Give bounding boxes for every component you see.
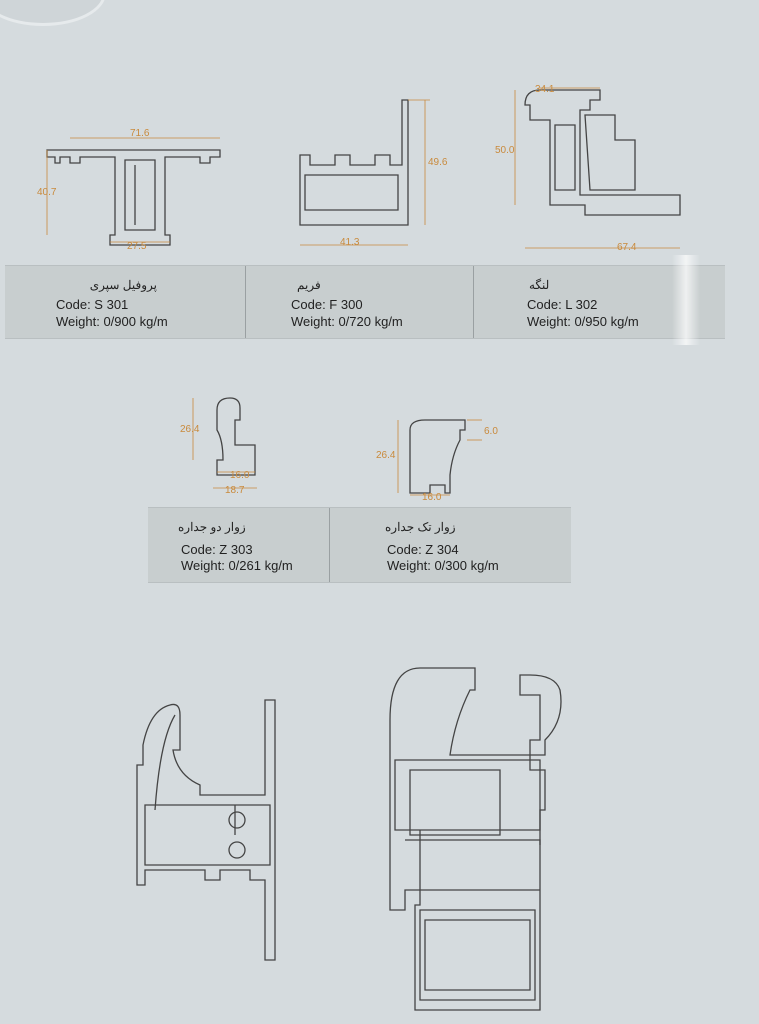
profile-code: Code: Z 304 bbox=[387, 542, 459, 557]
profile-drawing-l302: 34.1 50.0 67.4 bbox=[495, 84, 681, 253]
profile-name: لنگه bbox=[529, 278, 550, 292]
light-reflection bbox=[672, 255, 700, 345]
profile-name: زوار دو جداره bbox=[178, 520, 246, 534]
profile-name: فریم bbox=[297, 278, 321, 292]
profile-drawing-s301: 71.6 40.7 27.5 bbox=[37, 128, 221, 250]
dimension-label: 18.7 bbox=[225, 485, 245, 496]
profile-card-f300: فریم Code: F 300 Weight: 0/720 kg/m bbox=[245, 266, 474, 338]
profile-weight: Weight: 0/261 kg/m bbox=[181, 558, 293, 573]
profile-card-z304: زوار تک جداره Code: Z 304 Weight: 0/300 … bbox=[329, 508, 571, 582]
profile-card-z303: زوار دو جداره Code: Z 303 Weight: 0/261 … bbox=[148, 508, 330, 582]
dimension-label: 49.6 bbox=[428, 157, 448, 168]
profile-drawing-z304: 26.4 6.0 16.0 bbox=[376, 419, 498, 503]
profile-weight: Weight: 0/900 kg/m bbox=[56, 314, 168, 329]
profile-info-strip-row2: زوار دو جداره Code: Z 303 Weight: 0/261 … bbox=[148, 507, 571, 583]
profile-info-strip-row1: پروفیل سپری Code: S 301 Weight: 0/900 kg… bbox=[5, 265, 725, 339]
profile-weight: Weight: 0/950 kg/m bbox=[527, 314, 639, 329]
dimension-label: 71.6 bbox=[130, 128, 150, 139]
profile-name: زوار تک جداره bbox=[385, 520, 456, 534]
assembly-drawing-left bbox=[136, 699, 276, 961]
dimension-label: 16.0 bbox=[230, 470, 250, 481]
dimension-label: 26.4 bbox=[376, 450, 396, 461]
dimension-label: 50.0 bbox=[495, 145, 515, 156]
dimension-label: 34.1 bbox=[535, 84, 555, 95]
profile-card-s301: پروفیل سپری Code: S 301 Weight: 0/900 kg… bbox=[5, 266, 246, 338]
profile-weight: Weight: 0/720 kg/m bbox=[291, 314, 403, 329]
assembly-drawing-right bbox=[389, 667, 562, 1011]
profile-drawing-z303: 26.4 16.0 18.7 bbox=[180, 397, 257, 496]
dimension-label: 41.3 bbox=[340, 237, 360, 248]
dimension-label: 67.4 bbox=[617, 242, 637, 253]
profile-weight: Weight: 0/300 kg/m bbox=[387, 558, 499, 573]
profile-code: Code: S 301 bbox=[56, 297, 129, 312]
profile-code: Code: L 302 bbox=[527, 297, 598, 312]
profile-drawing-f300: 49.6 41.3 bbox=[299, 99, 448, 248]
dimension-label: 16.0 bbox=[422, 492, 442, 503]
profile-code: Code: Z 303 bbox=[181, 542, 253, 557]
logo bbox=[0, 0, 106, 26]
dimension-label: 27.5 bbox=[127, 241, 147, 250]
dimension-label: 40.7 bbox=[37, 187, 57, 198]
profile-code: Code: F 300 bbox=[291, 297, 363, 312]
profile-name: پروفیل سپری bbox=[89, 278, 157, 292]
dimension-label: 6.0 bbox=[484, 426, 498, 437]
profile-card-l302: لنگه Code: L 302 Weight: 0/950 kg/m bbox=[473, 266, 725, 338]
dimension-label: 26.4 bbox=[180, 424, 200, 435]
